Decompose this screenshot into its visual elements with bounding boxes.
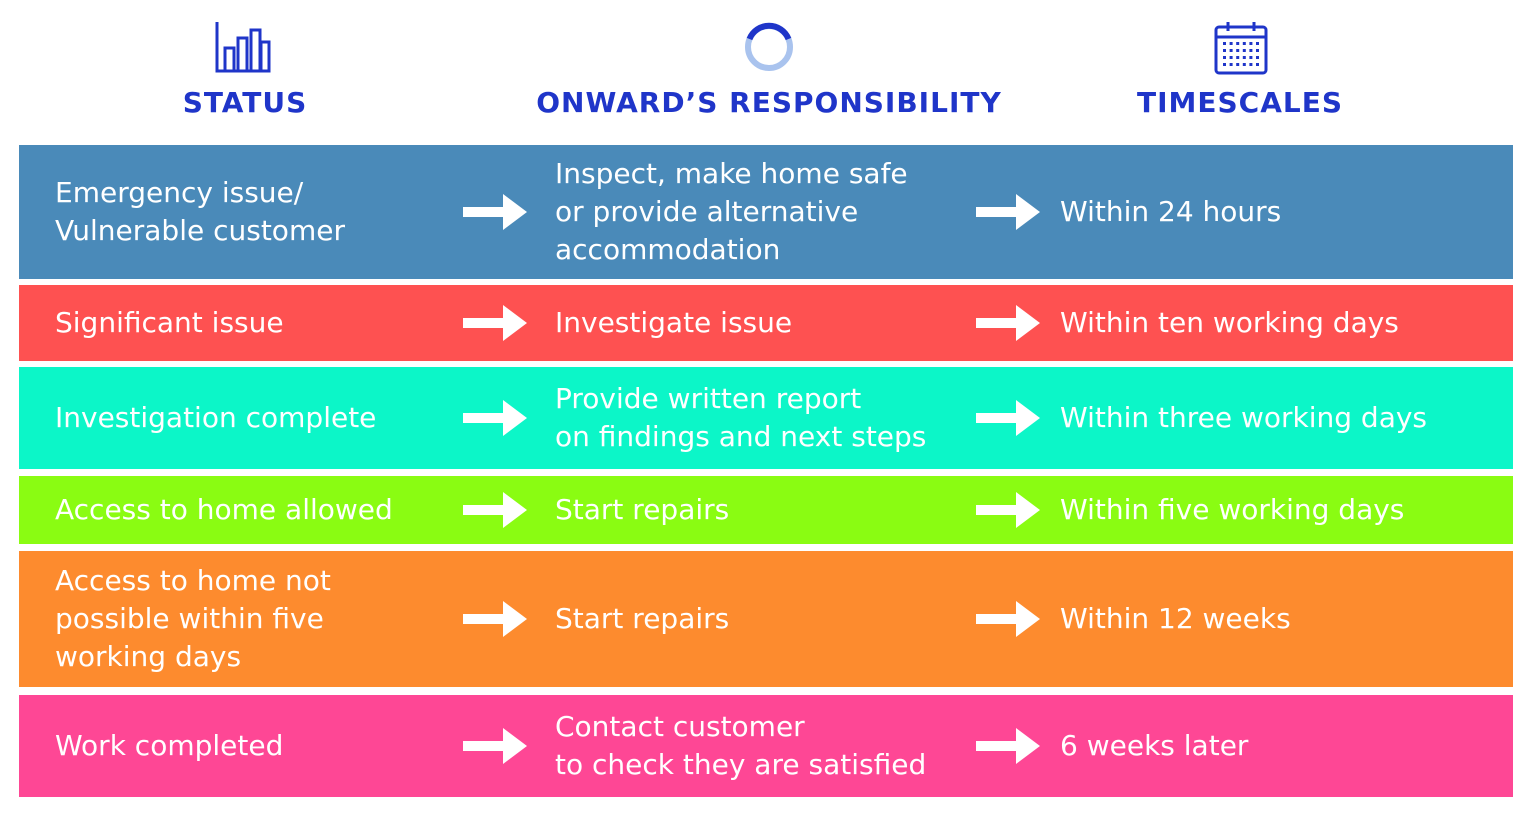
- responsibility-text: Inspect, make home safe or provide alter…: [555, 157, 908, 266]
- arrow-right-icon: [976, 728, 1040, 764]
- responsibility-heading: ONWARD’S RESPONSIBILITY: [536, 86, 1002, 119]
- responsibility-cell: Provide written report on findings and n…: [555, 367, 985, 469]
- row-significant: Significant issue Investigate issue With…: [19, 285, 1513, 361]
- responsibility-text: Start repairs: [555, 493, 730, 526]
- bar-chart-icon: [215, 22, 271, 73]
- timescale-text: Within three working days: [1060, 401, 1428, 434]
- status-cell: Access to home allowed: [55, 476, 465, 544]
- status-text: Investigation complete: [55, 401, 377, 434]
- arrow-right-icon: [976, 305, 1040, 341]
- row-investigation: Investigation complete Provide written r…: [19, 367, 1513, 469]
- arrow-right-icon: [463, 194, 527, 230]
- row-access-allowed: Access to home allowed Start repairs Wit…: [19, 476, 1513, 544]
- arrow-right-icon: [463, 400, 527, 436]
- timescale-cell: 6 weeks later: [1060, 695, 1510, 797]
- timescale-text: Within 24 hours: [1060, 195, 1282, 228]
- status-cell: Significant issue: [55, 285, 465, 361]
- arrow-right-icon: [976, 601, 1040, 637]
- row-emergency: Emergency issue/ Vulnerable customer Ins…: [19, 145, 1513, 279]
- responsibility-text: Start repairs: [555, 602, 730, 635]
- responsibility-cell: Inspect, make home safe or provide alter…: [555, 145, 985, 279]
- arrow-right-icon: [976, 400, 1040, 436]
- status-text: Access to home not possible within five …: [55, 564, 331, 673]
- timescale-text: Within five working days: [1060, 493, 1405, 526]
- status-text: Access to home allowed: [55, 493, 393, 526]
- arrow-right-icon: [463, 728, 527, 764]
- status-text: Emergency issue/ Vulnerable customer: [55, 176, 345, 247]
- responsibility-cell: Start repairs: [555, 551, 985, 687]
- timescales-heading: TIMESCALES: [1136, 86, 1344, 119]
- arrow-right-icon: [463, 305, 527, 341]
- responsibility-cell: Start repairs: [555, 476, 985, 544]
- status-heading: STATUS: [182, 86, 308, 119]
- timescale-cell: Within 24 hours: [1060, 145, 1510, 279]
- timescale-cell: Within five working days: [1060, 476, 1510, 544]
- responsibility-text: Investigate issue: [555, 306, 793, 339]
- arrow-right-icon: [976, 492, 1040, 528]
- calendar-icon: [1214, 22, 1268, 75]
- timescale-text: Within ten working days: [1060, 306, 1399, 339]
- status-cell: Investigation complete: [55, 367, 465, 469]
- timescale-cell: Within 12 weeks: [1060, 551, 1510, 687]
- responsibility-text: Provide written report on findings and n…: [555, 382, 927, 453]
- ring-icon: [745, 22, 793, 71]
- row-work-completed: Work completed Contact customer to check…: [19, 695, 1513, 797]
- status-text: Significant issue: [55, 306, 284, 339]
- arrow-right-icon: [976, 194, 1040, 230]
- responsibility-cell: Investigate issue: [555, 285, 985, 361]
- status-cell: Work completed: [55, 695, 465, 797]
- row-access-not-possible: Access to home not possible within five …: [19, 551, 1513, 687]
- arrow-right-icon: [463, 601, 527, 637]
- timescale-cell: Within ten working days: [1060, 285, 1510, 361]
- timescale-text: 6 weeks later: [1060, 729, 1249, 762]
- timescale-text: Within 12 weeks: [1060, 602, 1291, 635]
- responsibility-cell: Contact customer to check they are satis…: [555, 695, 985, 797]
- status-cell: Access to home not possible within five …: [55, 551, 465, 687]
- status-text: Work completed: [55, 729, 284, 762]
- arrow-right-icon: [463, 492, 527, 528]
- timescale-cell: Within three working days: [1060, 367, 1510, 469]
- status-cell: Emergency issue/ Vulnerable customer: [55, 145, 465, 279]
- responsibility-text: Contact customer to check they are satis…: [555, 710, 927, 781]
